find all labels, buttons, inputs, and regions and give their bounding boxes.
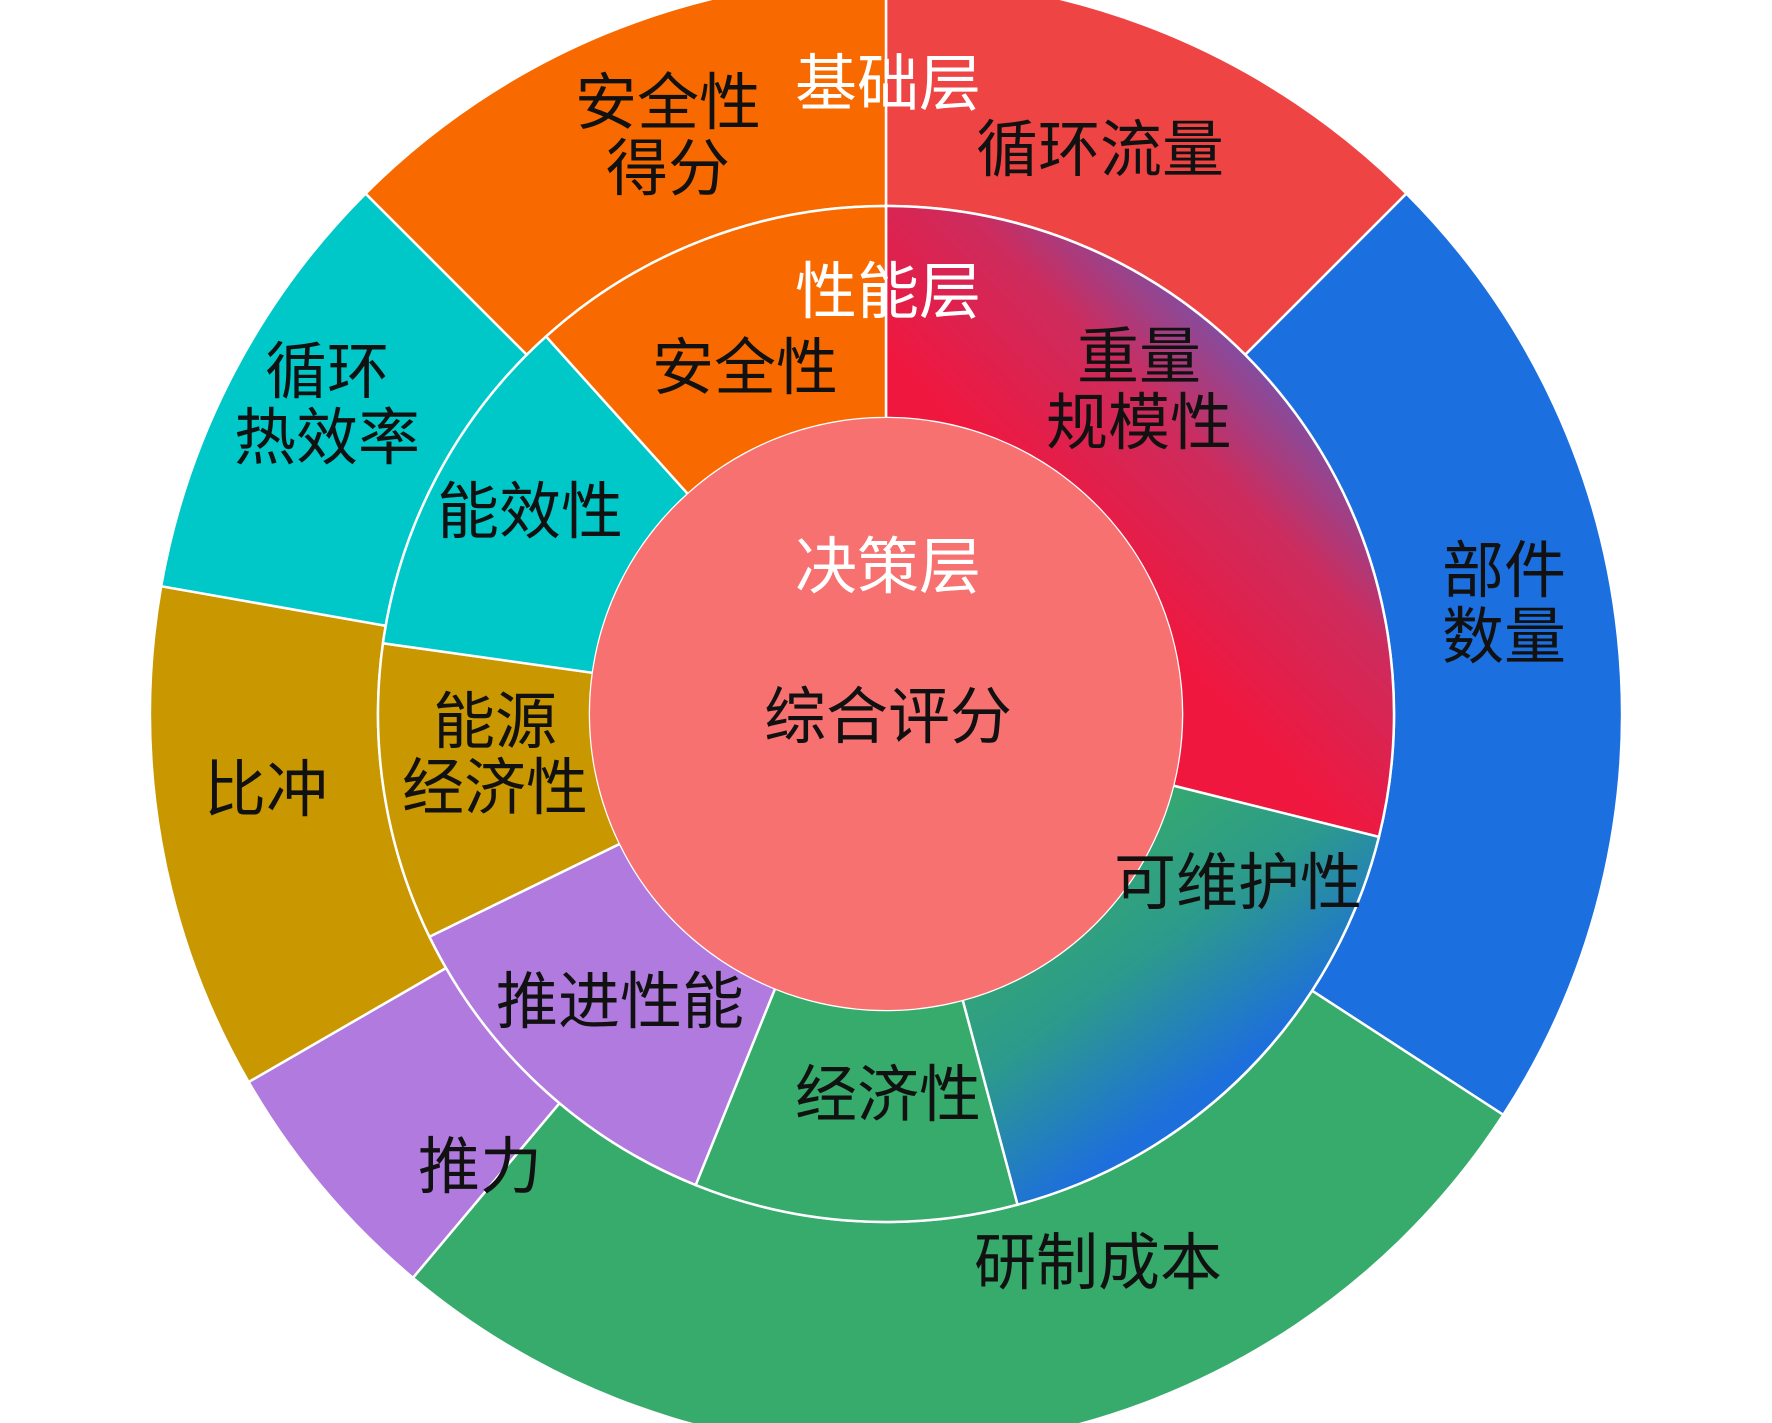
base-layer-label: 基础层 — [795, 47, 981, 120]
performance-layer-label: 性能层 — [795, 255, 981, 328]
center-label: 综合评分 — [764, 680, 1012, 753]
inner-label-prop: 推进性能 — [496, 965, 744, 1038]
inner-label-weight: 重量规模性 — [1046, 320, 1232, 459]
outer-label-flow: 循环流量 — [976, 113, 1224, 186]
center-disc — [590, 418, 1182, 1010]
outer-label-sfc: 比冲 — [204, 753, 328, 826]
decision-layer-label: 决策层 — [795, 530, 981, 603]
outer-label-thermal: 循环热效率 — [234, 335, 420, 474]
inner-segment-safety — [544, 204, 888, 496]
inner-label-energy-econ: 能源经济性 — [402, 685, 588, 824]
inner-label-safety: 安全性 — [652, 331, 838, 404]
inner-label-maint: 可维护性 — [1114, 846, 1362, 919]
outer-label-safety-score: 安全性得分 — [575, 66, 761, 205]
outer-label-parts: 部件数量 — [1442, 534, 1566, 673]
outer-label-thrust: 推力 — [418, 1130, 542, 1203]
outer-label-cost: 研制成本 — [974, 1226, 1222, 1299]
inner-label-energy-eff: 能效性 — [437, 475, 623, 548]
inner-label-econ: 经济性 — [795, 1058, 981, 1131]
